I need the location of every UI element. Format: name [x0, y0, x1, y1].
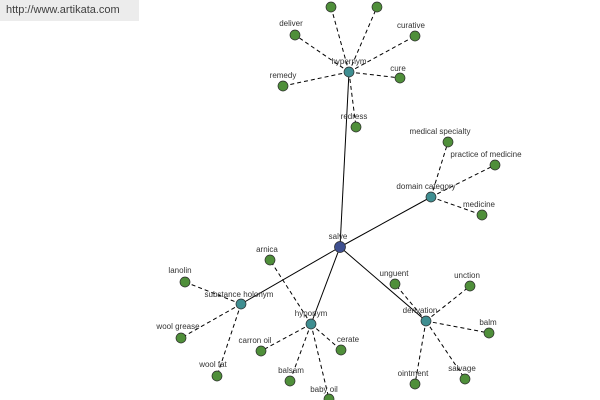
source-url-label[interactable]: http://www.artikata.com	[0, 0, 139, 21]
edge-hypernym-term	[294, 34, 350, 73]
relation-node-derivation[interactable]	[420, 315, 432, 327]
term-node[interactable]	[350, 121, 362, 133]
edge-derivation-term	[425, 285, 471, 322]
term-node[interactable]	[211, 370, 223, 382]
relation-node-domain-category[interactable]	[425, 191, 437, 203]
term-node[interactable]	[255, 345, 267, 357]
term-label: arnica	[256, 245, 278, 254]
graph-edges	[180, 6, 496, 400]
term-node[interactable]	[175, 332, 187, 344]
term-node[interactable]	[335, 344, 347, 356]
edge-hypernym-term	[330, 6, 350, 73]
edge-domain-category-term	[430, 141, 449, 198]
term-node[interactable]	[409, 30, 421, 42]
term-label: redress	[341, 112, 368, 121]
relation-label-hypernym: hypernym	[331, 57, 366, 66]
edge-salve-domain-category	[339, 196, 432, 248]
term-label: wool fat	[198, 360, 227, 369]
term-node[interactable]	[476, 209, 488, 221]
center-node-salve[interactable]	[334, 241, 346, 253]
edge-domain-category-term	[430, 164, 496, 198]
term-node[interactable]	[483, 327, 495, 339]
term-label: baby oil	[310, 385, 338, 394]
term-node[interactable]	[442, 136, 454, 148]
term-label: deliver	[279, 19, 303, 28]
relation-label-substance-holonym: substance holonym	[205, 290, 274, 299]
term-label: unction	[454, 271, 480, 280]
edge-salve-hyponym	[310, 246, 341, 325]
relation-label-domain-category: domain category	[396, 182, 455, 191]
term-label: medicine	[463, 200, 496, 209]
edge-salve-substance-holonym	[240, 246, 341, 305]
term-label: practice of medicine	[450, 150, 522, 159]
term-label: remedy	[270, 71, 297, 80]
edge-salve-derivation	[339, 246, 427, 322]
term-node[interactable]	[323, 393, 335, 400]
edge-derivation-term	[425, 320, 490, 334]
edge-hyponym-term	[310, 323, 330, 400]
edge-hypernym-term	[348, 71, 357, 128]
term-node[interactable]	[409, 378, 421, 390]
edge-hypernym-term	[348, 71, 401, 79]
term-node[interactable]	[325, 1, 337, 13]
term-node[interactable]	[389, 278, 401, 290]
edge-substance-holonym-term	[216, 303, 242, 377]
edge-derivation-term	[425, 320, 466, 380]
relation-label-hyponym: hyponym	[295, 309, 328, 318]
edge-hyponym-term	[269, 259, 312, 325]
term-label: curative	[397, 21, 426, 30]
term-label: medical specialty	[410, 127, 471, 136]
term-label: cerate	[337, 335, 360, 344]
term-node[interactable]	[394, 72, 406, 84]
term-label: lanolin	[168, 266, 191, 275]
edge-hyponym-term	[289, 323, 312, 382]
edge-salve-hypernym	[339, 71, 350, 248]
term-node[interactable]	[284, 375, 296, 387]
edge-hypernym-term	[348, 35, 416, 73]
term-node[interactable]	[264, 254, 276, 266]
term-node[interactable]	[371, 1, 383, 13]
term-label: balm	[479, 318, 497, 327]
term-node[interactable]	[459, 373, 471, 385]
relation-node-substance-holonym[interactable]	[235, 298, 247, 310]
edge-derivation-term	[394, 283, 427, 322]
graph-nodes	[175, 1, 501, 400]
graph-labels: deliver curative cure redress remedy medical …	[155, 19, 522, 394]
term-label: carron oil	[239, 336, 272, 345]
edge-substance-holonym-term	[180, 303, 242, 339]
term-label: wool grease	[155, 322, 200, 331]
term-node[interactable]	[277, 80, 289, 92]
term-label: cure	[390, 64, 406, 73]
relation-node-hypernym[interactable]	[343, 66, 355, 78]
term-node[interactable]	[179, 276, 191, 288]
term-node[interactable]	[464, 280, 476, 292]
center-label: salve	[329, 232, 348, 241]
edge-hypernym-term	[348, 6, 378, 73]
edge-hypernym-term	[282, 71, 350, 87]
edge-derivation-term	[414, 320, 427, 385]
term-label: balsam	[278, 366, 304, 375]
edge-domain-category-term	[430, 196, 483, 216]
term-node[interactable]	[489, 159, 501, 171]
edge-substance-holonym-term	[184, 281, 242, 305]
edge-hyponym-term	[260, 323, 312, 352]
term-label: salvage	[448, 364, 476, 373]
term-node[interactable]	[289, 29, 301, 41]
term-label: ointment	[398, 369, 429, 378]
relation-node-hyponym[interactable]	[305, 318, 317, 330]
term-label: unguent	[380, 269, 410, 278]
relation-label-derivation: derivation	[403, 306, 438, 315]
